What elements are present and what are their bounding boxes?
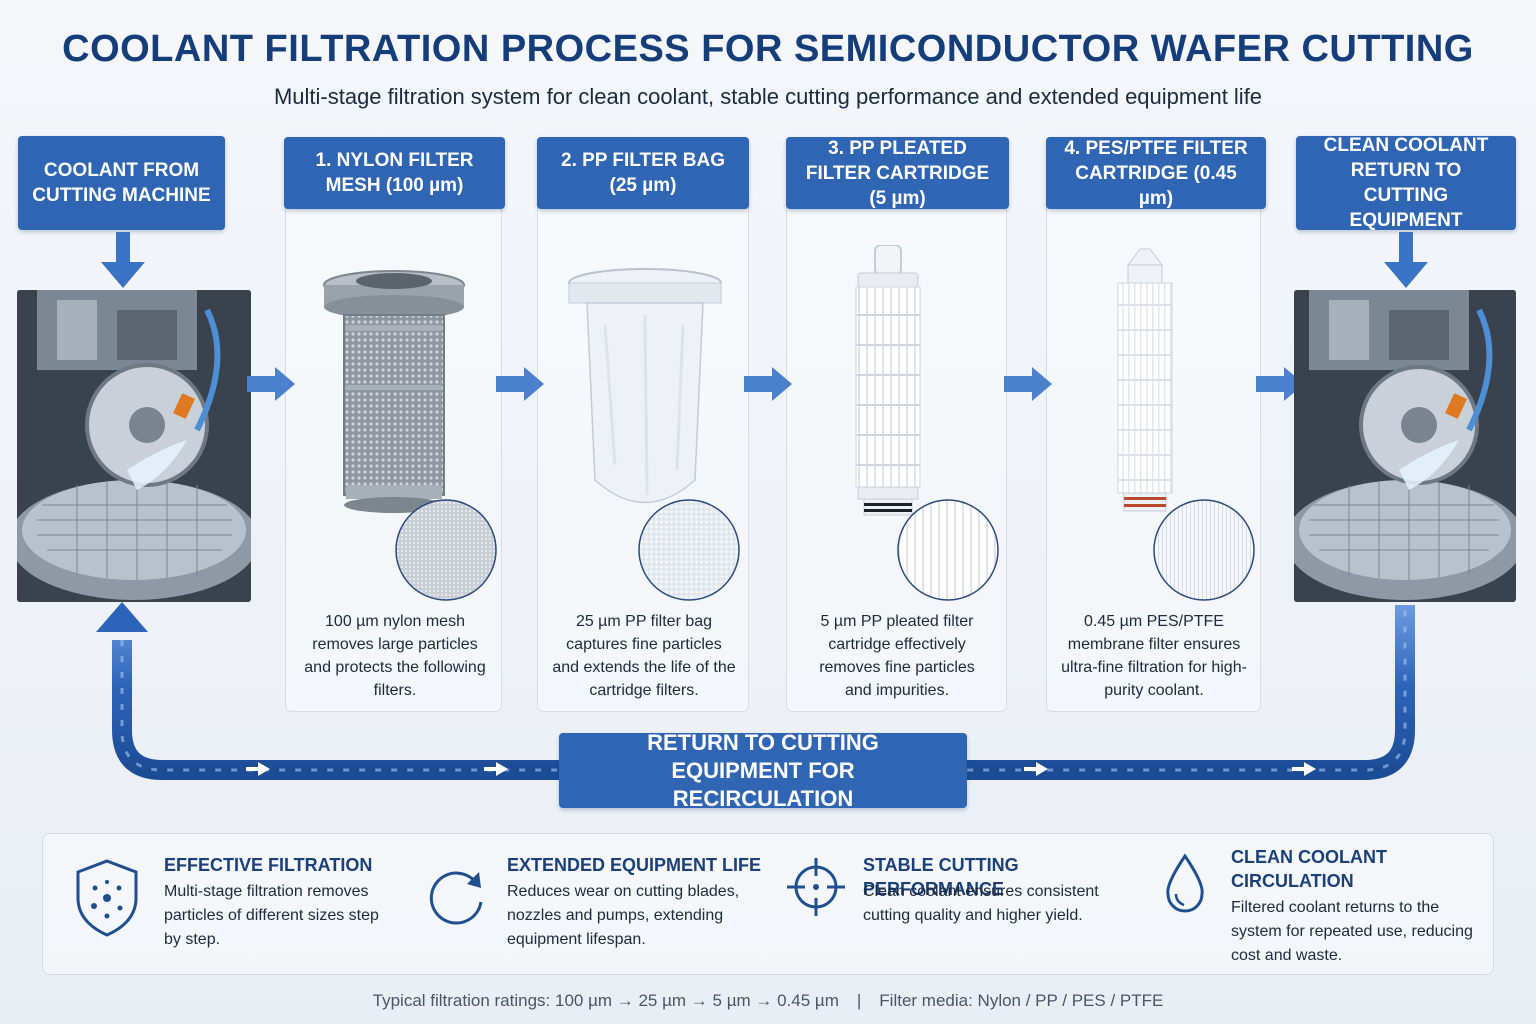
cutting-machine-photo bbox=[17, 290, 251, 602]
stage-4-label: 4. PES/PTFE FILTER CARTRIDGE (0.45 µm) bbox=[1046, 137, 1266, 209]
pes-ptfe-cartridge-image bbox=[1117, 248, 1255, 601]
benefit-4-text: Filtered coolant returns to the system f… bbox=[1231, 899, 1473, 964]
page-title: COOLANT FILTRATION PROCESS FOR SEMICONDU… bbox=[62, 28, 1474, 70]
down-arrow-icon bbox=[101, 232, 145, 288]
footer-note: Typical filtration ratings: 100 µm → 25 … bbox=[0, 991, 1536, 1011]
down-arrow-icon bbox=[1384, 232, 1428, 288]
stage-3-description: 5 µm PP pleated filter cartridge effecti… bbox=[819, 613, 975, 699]
nylon-filter-mesh-image bbox=[323, 270, 497, 601]
arrow-right-icon bbox=[744, 367, 792, 401]
flow-arrow bbox=[246, 762, 270, 776]
stage-3-label: 3. PP PLEATED FILTER CARTRIDGE (5 µm) bbox=[786, 137, 1009, 209]
water-drop-icon bbox=[1166, 853, 1204, 913]
cutting-equipment-photo bbox=[1294, 290, 1516, 602]
benefit-2-title: EXTENDED EQUIPMENT LIFE bbox=[507, 855, 762, 875]
flow-arrow bbox=[484, 762, 508, 776]
benefit-1-title: EFFECTIVE FILTRATION bbox=[164, 855, 373, 875]
footer-media: Filter media: Nylon / PP / PES / PTFE bbox=[879, 991, 1164, 1010]
stage-2-label: 2. PP FILTER BAG (25 µm) bbox=[537, 137, 749, 209]
refresh-cycle-icon bbox=[429, 871, 483, 925]
source-label: COOLANT FROM CUTTING MACHINE bbox=[18, 136, 225, 230]
return-loop-label: RETURN TO CUTTING EQUIPMENT FOR RECIRCUL… bbox=[559, 730, 967, 811]
stage-2-description: 25 µm PP filter bag captures fine partic… bbox=[552, 613, 736, 699]
stage-4-description: 0.45 µm PES/PTFE membrane filter ensures… bbox=[1061, 613, 1247, 699]
flow-arrow bbox=[1024, 762, 1048, 776]
pp-pleated-cartridge-image bbox=[855, 245, 999, 601]
footer-ratings: Typical filtration ratings: 100 µm → 25 … bbox=[372, 991, 839, 1010]
flow-arrow bbox=[1292, 762, 1316, 776]
arrow-right-icon bbox=[496, 367, 544, 401]
arrow-right-icon bbox=[1004, 367, 1052, 401]
benefit-3-text: Clean coolant ensures consistent cutting… bbox=[863, 883, 1099, 924]
stage-1-description: 100 µm nylon mesh removes large particle… bbox=[304, 613, 486, 699]
benefit-1-text: Multi-stage filtration removes particles… bbox=[164, 883, 379, 948]
stage-1-label: 1. NYLON FILTER MESH (100 µm) bbox=[284, 137, 505, 209]
crosshair-target-icon bbox=[787, 858, 845, 916]
benefits-panel bbox=[42, 833, 1494, 975]
footer-separator: | bbox=[856, 991, 862, 1010]
pp-filter-bag-image bbox=[568, 268, 740, 601]
benefit-3-title: STABLE CUTTING PERFORMANCE bbox=[863, 855, 1019, 899]
benefit-4-title: CLEAN COOLANT CIRCULATION bbox=[1231, 847, 1387, 891]
benefit-2-text: Reduces wear on cutting blades, nozzles … bbox=[507, 883, 740, 948]
destination-label: CLEAN COOLANT RETURN TO CUTTING EQUIPMEN… bbox=[1296, 135, 1516, 231]
arrow-right-icon bbox=[247, 367, 295, 401]
page-subtitle: Multi-stage filtration system for clean … bbox=[273, 84, 1263, 109]
shield-particles-icon bbox=[76, 859, 138, 937]
